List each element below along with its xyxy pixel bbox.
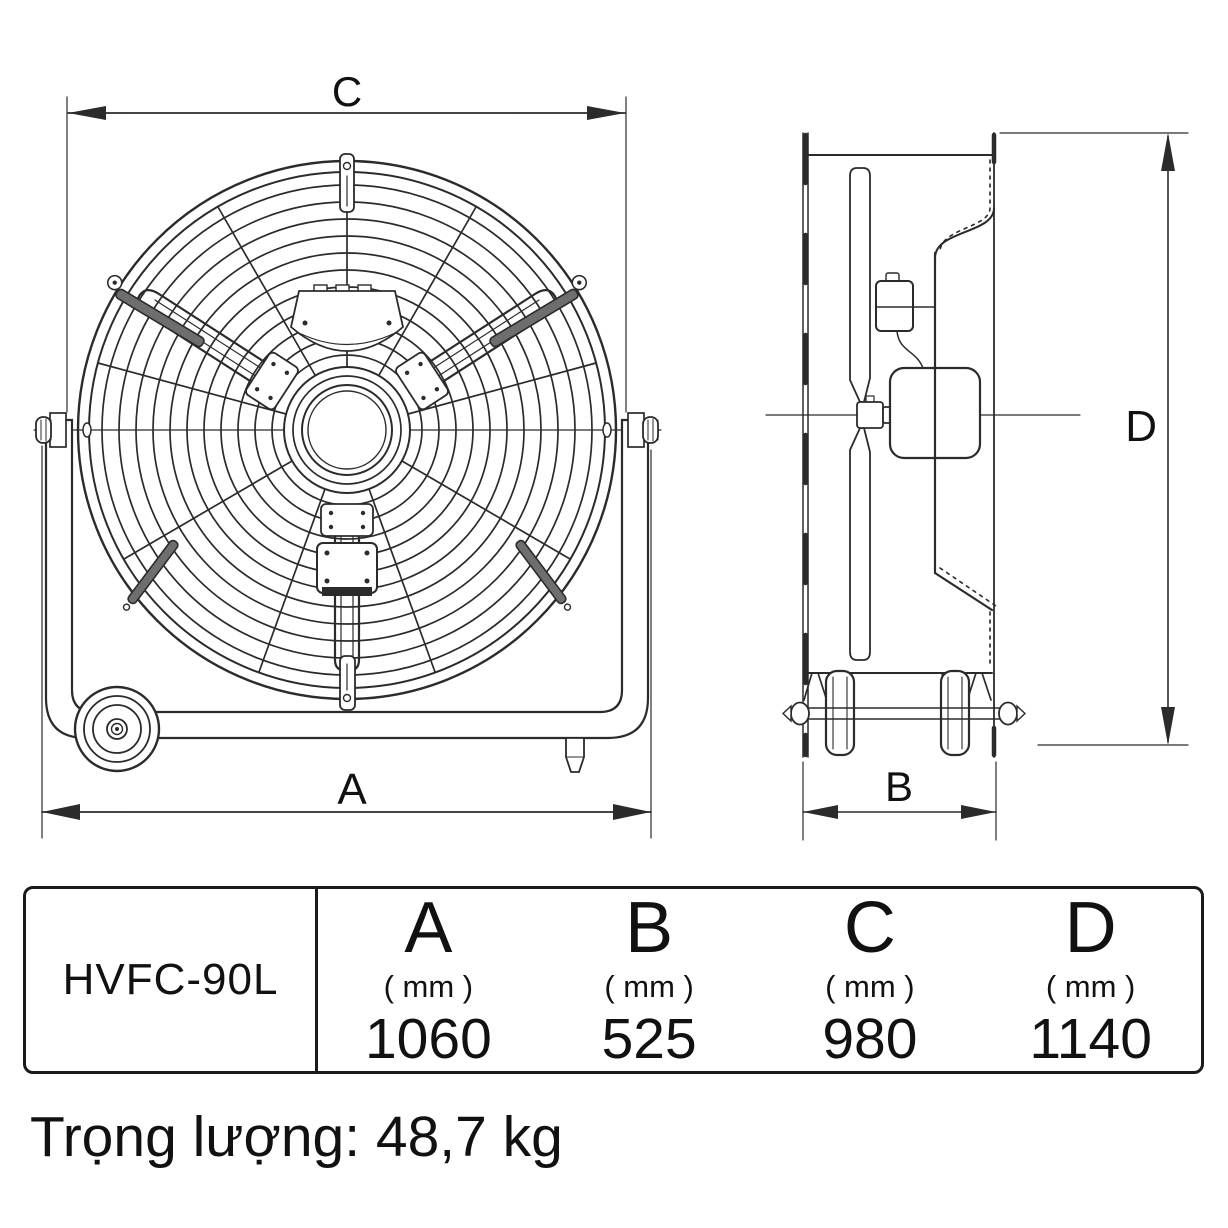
dim-arrow-d-top	[1161, 133, 1175, 171]
foot-peg	[565, 737, 585, 773]
spec-column-a: A ( mm ) 1060	[318, 889, 539, 1071]
guard-clamp-bar-lower-right	[515, 539, 572, 611]
dimension-label-c: C	[332, 68, 362, 115]
front-wheel	[73, 685, 161, 773]
spec-letter-b: B	[625, 888, 674, 968]
spec-value-d: 1140	[1029, 1007, 1152, 1071]
dimension-label-a: A	[337, 765, 367, 814]
dimension-label-d: D	[1125, 402, 1157, 451]
dim-arrow-b-right	[961, 805, 996, 819]
drum-housing	[802, 132, 997, 758]
model-name: HVFC-90L	[26, 889, 318, 1071]
dim-arrow-a-right	[613, 804, 651, 820]
dim-arrow-c-right	[587, 106, 625, 120]
spec-unit-d: ( mm )	[1045, 969, 1136, 1004]
wheel-axle	[797, 707, 1011, 720]
fan-hub	[283, 366, 411, 494]
rim-eyelet-right	[602, 422, 612, 438]
guard-clamp-bar-upper-left	[106, 274, 205, 348]
spec-letter-c: C	[843, 888, 896, 968]
guard-clamp-bar-lower-left	[122, 539, 179, 611]
spec-letter-a: A	[404, 888, 453, 968]
side-view	[765, 132, 1081, 758]
fan-blade-lower	[849, 427, 871, 661]
dim-arrow-d-bottom	[1161, 707, 1175, 745]
hub-mount-plate-right	[395, 351, 449, 411]
dimension-d: D	[999, 132, 1189, 746]
rim-eyelet-left	[82, 422, 92, 438]
dim-arrow-a-left	[42, 804, 80, 820]
side-wheel-left	[824, 669, 856, 757]
side-wheel-right	[939, 669, 971, 757]
guard-clamp-bar-upper-right	[489, 274, 588, 348]
dimension-b: B	[802, 761, 997, 841]
spec-value-b: 525	[601, 1007, 697, 1071]
dimension-c: C	[66, 68, 627, 413]
guard-clip-top	[339, 153, 355, 213]
pivot-knob-right	[627, 412, 659, 448]
spec-unit-b: ( mm )	[604, 969, 694, 1004]
spec-column-d: D ( mm ) 1140	[980, 889, 1201, 1071]
capacitor-box	[875, 272, 936, 332]
spec-value-a: 1060	[364, 1007, 492, 1071]
motor-wire	[896, 330, 924, 369]
hub-mount-plate-bottom	[320, 503, 374, 537]
pivot-knob-left	[35, 412, 67, 448]
guard-grille-spokes	[97, 171, 597, 673]
dim-arrow-b-left	[803, 805, 838, 819]
front-view	[33, 153, 662, 773]
spec-table: HVFC-90L A ( mm ) 1060 B ( mm ) 525 C ( …	[23, 886, 1204, 1074]
motor-nameplate-badge	[290, 284, 404, 352]
spec-letter-d: D	[1064, 888, 1117, 968]
lower-bracket-plate	[316, 542, 378, 596]
dimension-label-b: B	[885, 763, 913, 810]
side-wheel-assembly	[781, 669, 1027, 757]
weight-note: Trọng lượng: 48,7 kg	[30, 1105, 563, 1169]
spec-column-b: B ( mm ) 525	[539, 889, 760, 1071]
hub-mount-plate-left	[245, 351, 299, 411]
spec-value-c: 980	[822, 1007, 918, 1071]
dim-arrow-c-left	[68, 106, 106, 120]
spec-unit-c: ( mm )	[825, 969, 915, 1004]
technical-drawing: C A	[33, 68, 1189, 841]
guard-clip-bottom	[339, 655, 356, 711]
dimension-a: A	[41, 445, 652, 839]
spec-unit-a: ( mm )	[383, 969, 474, 1004]
spec-column-c: C ( mm ) 980	[760, 889, 981, 1071]
fan-blade-upper	[849, 167, 871, 403]
